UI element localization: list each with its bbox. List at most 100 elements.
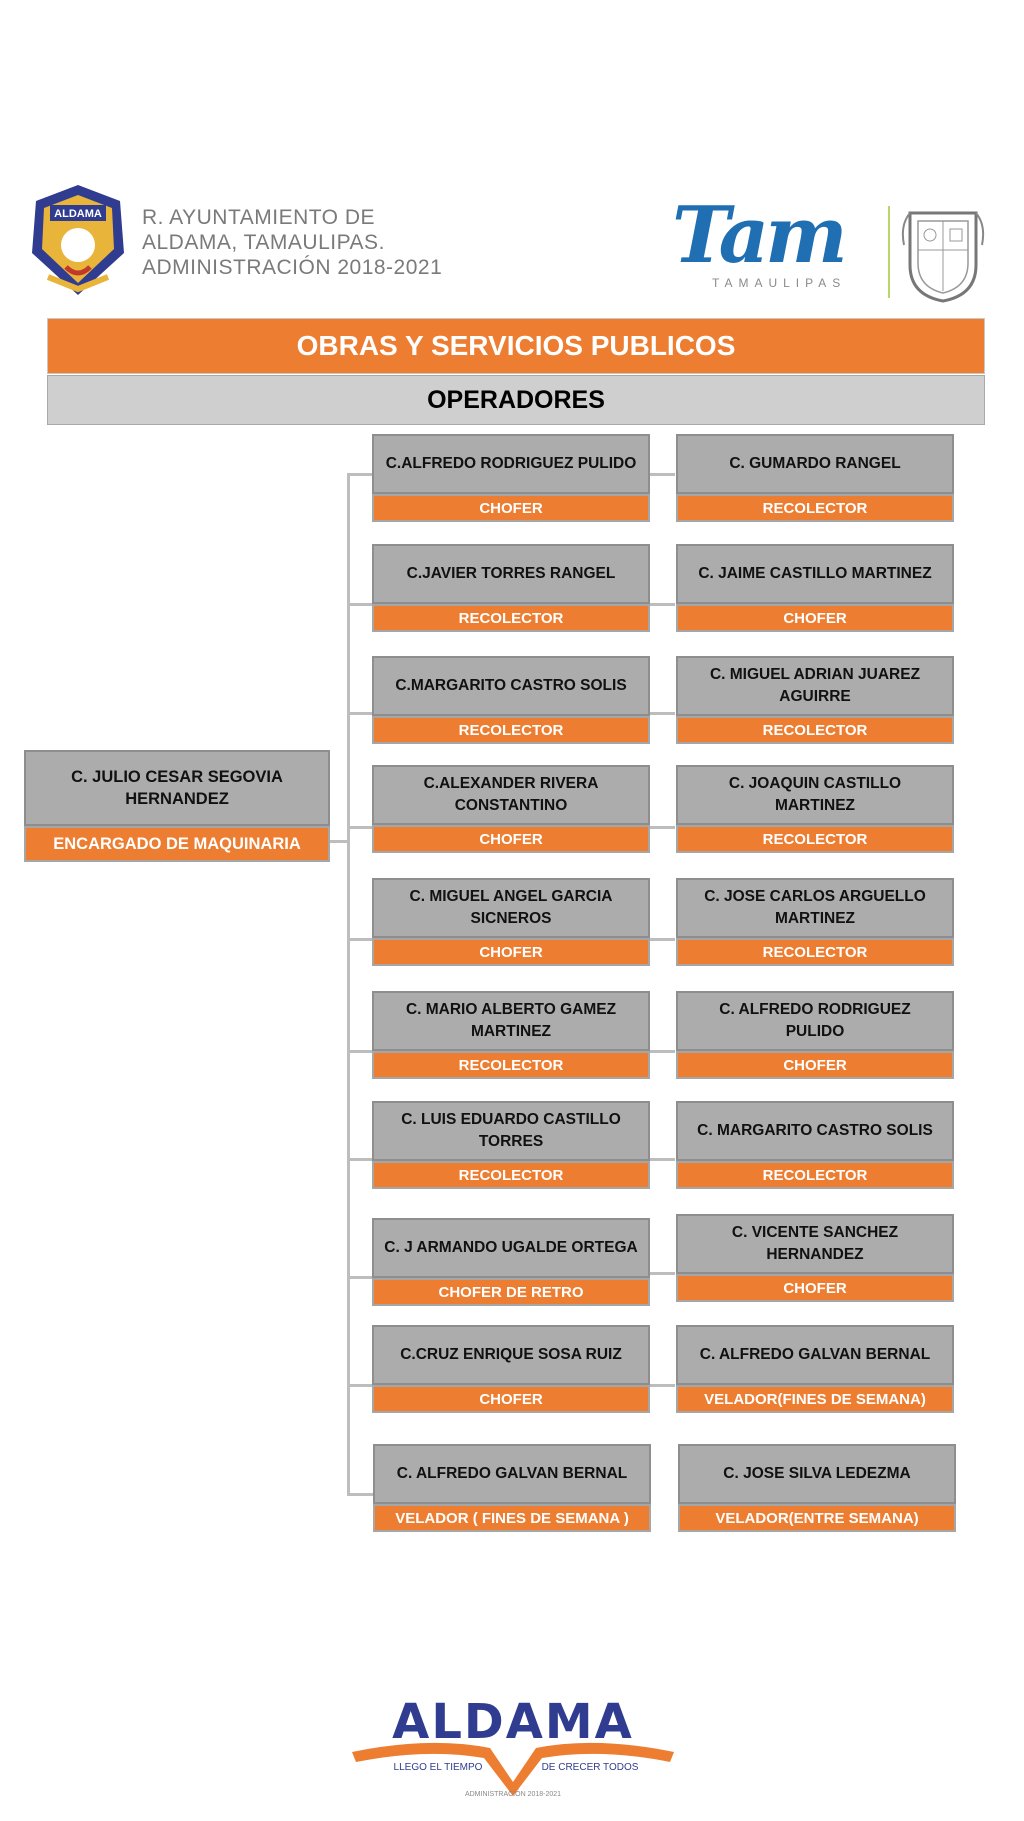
branch-line: [347, 1276, 373, 1279]
operator-role: CHOFER: [372, 825, 650, 853]
operator-role: RECOLECTOR: [676, 825, 954, 853]
operator-name: C.ALFREDO RODRIGUEZ PULIDO: [372, 434, 650, 494]
branch-line: [347, 1050, 373, 1053]
operator-card: C. MIGUEL ANGEL GARCIA SICNEROS CHOFER: [372, 878, 650, 966]
logo-divider: [888, 206, 890, 298]
operator-role: CHOFER: [372, 1385, 650, 1413]
supervisor-card: C. JULIO CESAR SEGOVIA HERNANDEZ ENCARGA…: [24, 750, 330, 862]
state-coat-of-arms-icon: [900, 205, 986, 305]
operator-role: RECOLECTOR: [372, 604, 650, 632]
operator-card: C.ALFREDO RODRIGUEZ PULIDO CHOFER: [372, 434, 650, 522]
operator-card: C.ALEXANDER RIVERA CONSTANTINO CHOFER: [372, 765, 650, 853]
operator-name: C. JOSE CARLOS ARGUELLO MARTINEZ: [676, 878, 954, 938]
pair-line: [649, 1384, 675, 1387]
operator-role: RECOLECTOR: [676, 716, 954, 744]
department-banner: OBRAS Y SERVICIOS PUBLICOS: [47, 318, 985, 374]
operator-role: CHOFER DE RETRO: [372, 1278, 650, 1306]
operator-card: C. MIGUEL ADRIAN JUAREZ AGUIRRE RECOLECT…: [676, 656, 954, 744]
municipality-line-2: ALDAMA, TAMAULIPAS.: [142, 231, 385, 254]
tam-logo-word: Tam: [672, 190, 848, 281]
operator-card: C. MARIO ALBERTO GAMEZ MARTINEZ RECOLECT…: [372, 991, 650, 1079]
trunk-connector: [347, 474, 350, 1496]
operator-name: C. ALFREDO GALVAN BERNAL: [373, 1444, 651, 1504]
operator-card: C. J ARMANDO UGALDE ORTEGA CHOFER DE RET…: [372, 1218, 650, 1306]
operator-name: C. LUIS EDUARDO CASTILLO TORRES: [372, 1101, 650, 1161]
branch-line: [347, 938, 373, 941]
operator-role: RECOLECTOR: [676, 1161, 954, 1189]
operator-name: C. JAIME CASTILLO MARTINEZ: [676, 544, 954, 604]
municipality-line-3: ADMINISTRACIÓN 2018-2021: [142, 256, 443, 279]
pair-line: [649, 1158, 675, 1161]
operator-card: C. JOAQUIN CASTILLO MARTINEZ RECOLECTOR: [676, 765, 954, 853]
pair-line: [649, 473, 675, 476]
municipal-seal-logo: ALDAMA: [28, 183, 128, 303]
operator-card: C.JAVIER TORRES RANGEL RECOLECTOR: [372, 544, 650, 632]
operator-name: C.CRUZ ENRIQUE SOSA RUIZ: [372, 1325, 650, 1385]
operator-name: C. VICENTE SANCHEZ HERNANDEZ: [676, 1214, 954, 1274]
pair-line: [649, 1272, 675, 1275]
operator-name: C. ALFREDO GALVAN BERNAL: [676, 1325, 954, 1385]
pair-line: [649, 1050, 675, 1053]
operator-name: C. MIGUEL ADRIAN JUAREZ AGUIRRE: [676, 656, 954, 716]
boss-connector: [330, 840, 349, 843]
operator-name: C. MIGUEL ANGEL GARCIA SICNEROS: [372, 878, 650, 938]
municipality-title: R. AYUNTAMIENTO DE ALDAMA, TAMAULIPAS. A…: [142, 205, 442, 280]
seal-label: ALDAMA: [54, 208, 102, 220]
operator-role: CHOFER: [676, 604, 954, 632]
operator-name: C. MARIO ALBERTO GAMEZ MARTINEZ: [372, 991, 650, 1051]
footer-slogan-left: LLEGO EL TIEMPO: [394, 1762, 483, 1773]
operator-card: C. VICENTE SANCHEZ HERNANDEZ CHOFER: [676, 1214, 954, 1302]
operator-name: C. GUMARDO RANGEL: [676, 434, 954, 494]
operator-name: C. J ARMANDO UGALDE ORTEGA: [372, 1218, 650, 1278]
tamaulipas-logo: Tam TAMAULIPAS: [672, 190, 892, 300]
operator-card: C. GUMARDO RANGEL RECOLECTOR: [676, 434, 954, 522]
pair-line: [649, 938, 675, 941]
operator-card: C. MARGARITO CASTRO SOLIS RECOLECTOR: [676, 1101, 954, 1189]
branch-line: [347, 826, 373, 829]
operator-role: CHOFER: [372, 938, 650, 966]
operator-card: C. JOSE CARLOS ARGUELLO MARTINEZ RECOLEC…: [676, 878, 954, 966]
operator-name: C.JAVIER TORRES RANGEL: [372, 544, 650, 604]
operator-role: VELADOR ( FINES DE SEMANA ): [373, 1504, 651, 1532]
footer-logo-word: ALDAMA: [392, 1694, 634, 1750]
footer-slogan-right: DE CRECER TODOS: [542, 1762, 639, 1773]
branch-line: [347, 603, 373, 606]
operator-card: C. LUIS EDUARDO CASTILLO TORRES RECOLECT…: [372, 1101, 650, 1189]
footer-tagline: ADMINISTRACIÓN 2018-2021: [465, 1789, 561, 1798]
section-banner: OPERADORES: [47, 375, 985, 425]
operator-card: C. ALFREDO RODRIGUEZ PULIDO CHOFER: [676, 991, 954, 1079]
operator-role: RECOLECTOR: [676, 494, 954, 522]
operator-role: RECOLECTOR: [676, 938, 954, 966]
pair-line: [649, 826, 675, 829]
operator-card: C. JAIME CASTILLO MARTINEZ CHOFER: [676, 544, 954, 632]
operator-name: C. MARGARITO CASTRO SOLIS: [676, 1101, 954, 1161]
branch-line: [347, 712, 373, 715]
operator-card: C.MARGARITO CASTRO SOLIS RECOLECTOR: [372, 656, 650, 744]
pair-line: [649, 603, 675, 606]
pair-line: [649, 712, 675, 715]
operator-role: RECOLECTOR: [372, 716, 650, 744]
operator-name: C. JOAQUIN CASTILLO MARTINEZ: [676, 765, 954, 825]
operator-card: C. ALFREDO GALVAN BERNAL VELADOR ( FINES…: [373, 1444, 651, 1532]
operator-name: C. ALFREDO RODRIGUEZ PULIDO: [676, 991, 954, 1051]
tam-logo-subtitle: TAMAULIPAS: [712, 276, 847, 290]
supervisor-role: ENCARGADO DE MAQUINARIA: [24, 826, 330, 862]
operator-role: CHOFER: [372, 494, 650, 522]
operator-card: C. JOSE SILVA LEDEZMA VELADOR(ENTRE SEMA…: [678, 1444, 956, 1532]
operator-name: C.ALEXANDER RIVERA CONSTANTINO: [372, 765, 650, 825]
supervisor-name: C. JULIO CESAR SEGOVIA HERNANDEZ: [24, 750, 330, 826]
branch-line: [347, 473, 373, 476]
operator-role: RECOLECTOR: [372, 1161, 650, 1189]
branch-line: [347, 1384, 373, 1387]
operator-card: C. ALFREDO GALVAN BERNAL VELADOR(FINES D…: [676, 1325, 954, 1413]
operator-role: CHOFER: [676, 1051, 954, 1079]
operator-role: RECOLECTOR: [372, 1051, 650, 1079]
branch-line: [347, 1493, 373, 1496]
operator-role: VELADOR(ENTRE SEMANA): [678, 1504, 956, 1532]
operator-name: C.MARGARITO CASTRO SOLIS: [372, 656, 650, 716]
operator-name: C. JOSE SILVA LEDEZMA: [678, 1444, 956, 1504]
municipality-line-1: R. AYUNTAMIENTO DE: [142, 206, 376, 229]
operator-card: C.CRUZ ENRIQUE SOSA RUIZ CHOFER: [372, 1325, 650, 1413]
operator-role: CHOFER: [676, 1274, 954, 1302]
branch-line: [347, 1158, 373, 1161]
